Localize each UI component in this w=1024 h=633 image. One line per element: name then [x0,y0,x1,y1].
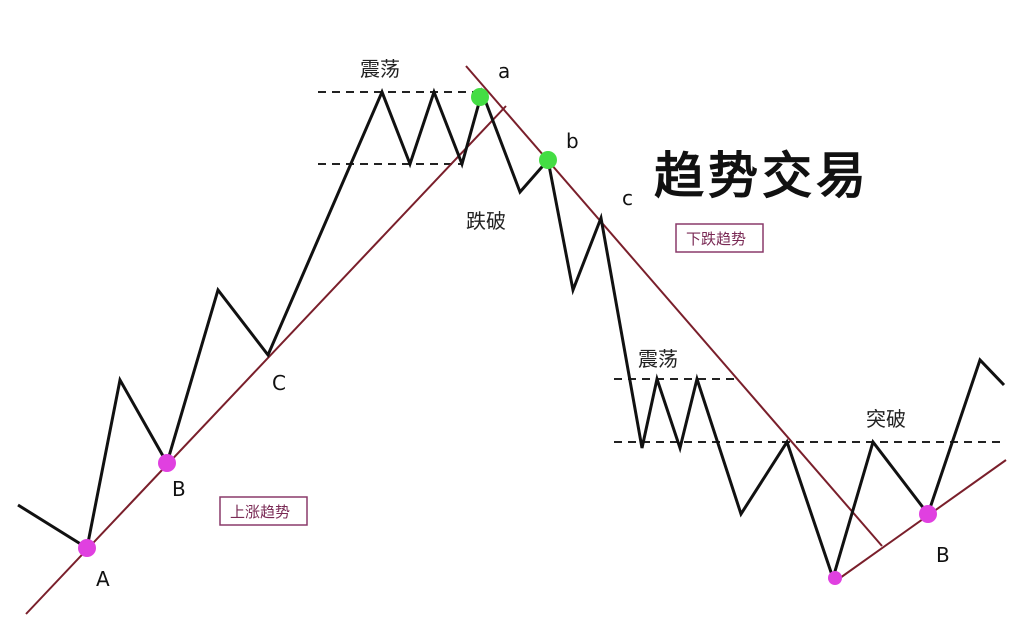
downtrend-box [675,223,764,253]
point-A [78,539,96,557]
label-C: C [272,371,286,395]
price-line [17,87,1006,583]
uptrend-line [25,105,507,615]
label-B: B [172,477,186,501]
point-b [539,151,557,169]
breakdown-label: 跌破 [466,209,506,233]
downtrend-line [465,65,883,547]
point-bottom [828,571,842,585]
point-B [158,454,176,472]
uptrend-box-label: 上涨趋势 [230,503,290,521]
label-b: b [566,129,579,153]
label-B2: B [936,543,950,567]
label-c: c [622,186,633,210]
point-a [471,88,489,106]
label-a: a [498,59,510,83]
diagram-title: 趋势交易 [654,147,870,205]
downtrend-box-label: 下跌趋势 [686,230,746,248]
uptrend-box [219,496,308,526]
consolidation-bottom-label: 震荡 [638,347,678,371]
point-B2 [919,505,937,523]
breakout-label: 突破 [866,407,906,431]
consolidation-top-label: 震荡 [360,57,400,81]
label-A: A [96,567,110,591]
